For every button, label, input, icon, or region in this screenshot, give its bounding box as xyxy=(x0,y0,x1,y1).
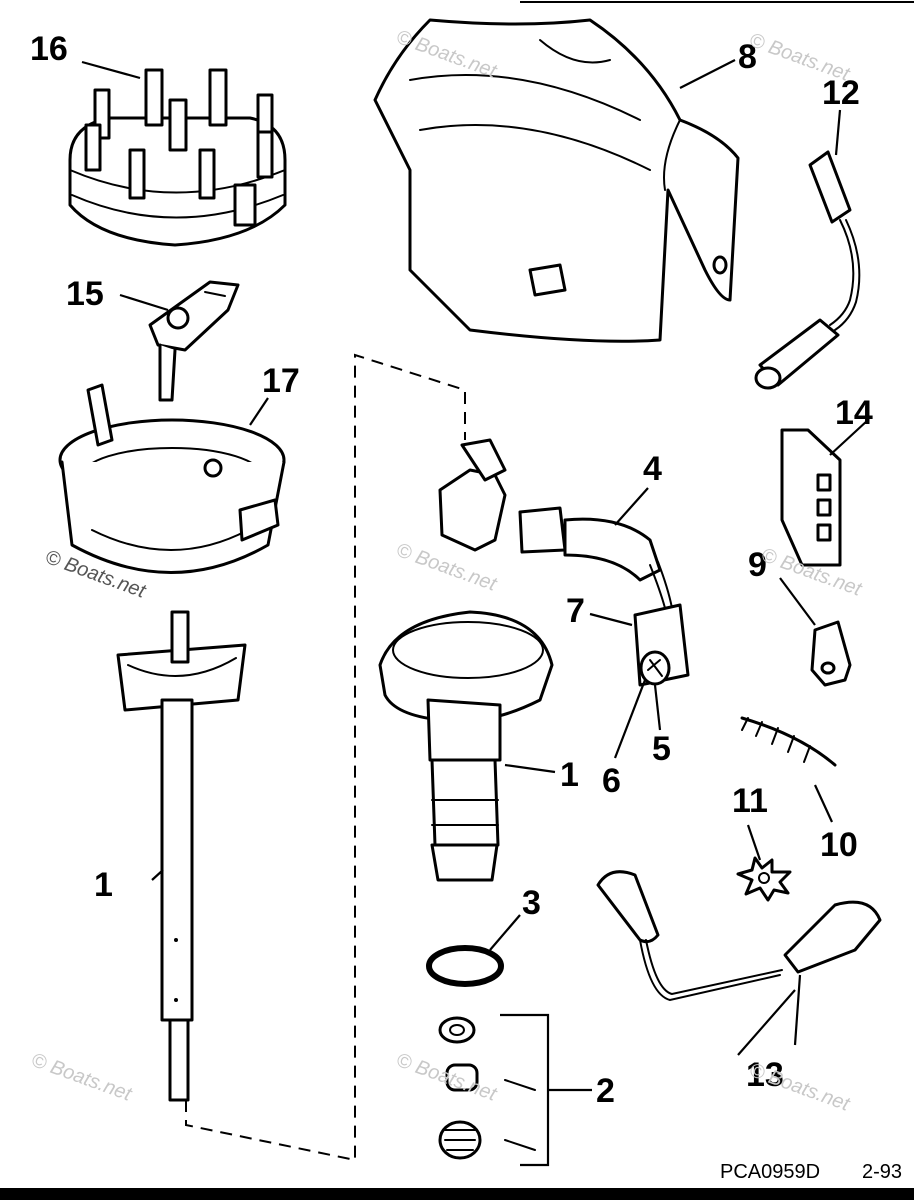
alignment-dashed-line xyxy=(185,353,466,1162)
leader-3 xyxy=(489,914,521,951)
callout-15: 15 xyxy=(66,275,104,313)
leader-4 xyxy=(614,487,649,526)
star-washer-part xyxy=(736,856,792,902)
callout-5: 5 xyxy=(652,730,671,768)
leader-13 xyxy=(737,974,802,1056)
callout-16: 16 xyxy=(30,30,68,68)
leader-17 xyxy=(249,397,269,426)
callout-7: 7 xyxy=(566,592,585,630)
leader-1-lower xyxy=(151,869,164,881)
distributor-cap-part xyxy=(68,68,287,247)
o-ring-part xyxy=(426,945,504,987)
leader-11 xyxy=(746,824,762,861)
connector-part xyxy=(780,428,842,567)
gear-kit-part xyxy=(438,1013,550,1167)
callout-6: 6 xyxy=(602,762,621,800)
footer-part-code: PCA0959D xyxy=(720,1161,820,1183)
leader-1-upper xyxy=(504,763,556,774)
callout-11: 11 xyxy=(732,782,768,820)
watermark-6: © Boats.net xyxy=(28,1049,135,1106)
watermark-4: © Boats.net xyxy=(393,539,500,596)
leader-8 xyxy=(679,59,736,89)
callout-3: 3 xyxy=(522,884,541,922)
key-tab-part xyxy=(810,620,852,687)
callout-2: 2 xyxy=(596,1072,615,1110)
callout-4: 4 xyxy=(643,450,662,488)
harness-plug-part xyxy=(633,603,690,687)
callout-9: 9 xyxy=(748,546,767,584)
watermark-2: © Boats.net xyxy=(746,29,853,86)
leader-15 xyxy=(119,293,169,312)
ht-lead-part xyxy=(596,870,882,1002)
leader-5 xyxy=(653,684,662,731)
leader-16 xyxy=(81,60,141,80)
leader-9 xyxy=(779,577,816,626)
leader-6 xyxy=(613,679,647,759)
leader-12 xyxy=(834,109,842,156)
leader-7 xyxy=(589,612,633,627)
callout-14: 14 xyxy=(835,394,873,432)
coil-wire-part xyxy=(754,150,861,390)
leader-10 xyxy=(814,784,833,823)
callout-1-lower: 1 xyxy=(94,866,113,904)
watermark-7: © Boats.net xyxy=(393,1049,500,1106)
distributor-shield-part xyxy=(58,383,286,574)
spring-clip-part xyxy=(740,716,837,767)
distributor-shaft-part xyxy=(116,610,247,1102)
rotor-part xyxy=(148,280,240,402)
callout-17: 17 xyxy=(262,362,300,400)
distributor-housing-part xyxy=(378,610,554,882)
callout-13: 13 xyxy=(746,1056,784,1094)
callout-10: 10 xyxy=(820,826,858,864)
callout-1-upper: 1 xyxy=(560,756,579,794)
callout-8: 8 xyxy=(738,38,757,76)
footer-page-number: 2-93 xyxy=(862,1161,902,1183)
leader-14 xyxy=(829,419,869,456)
pickup-module-part xyxy=(438,438,673,609)
callout-12: 12 xyxy=(822,74,860,112)
footer-bar xyxy=(0,1188,914,1200)
distributor-cover-part xyxy=(373,18,740,343)
